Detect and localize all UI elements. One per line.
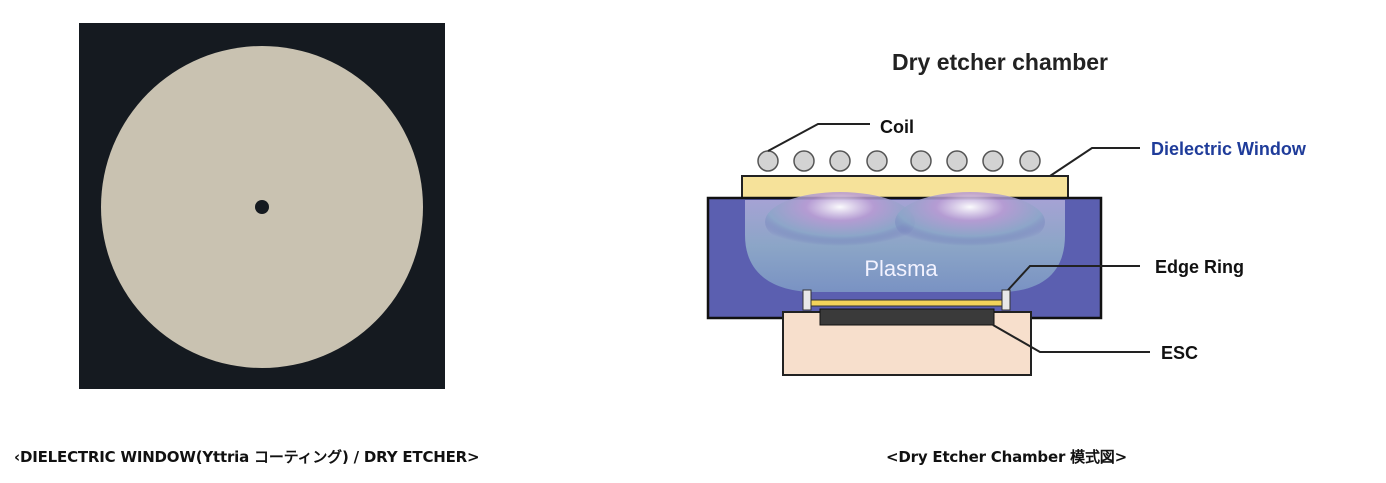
coil-circle [910,150,932,172]
disk-center-hole [255,200,269,214]
left-caption: ‹DIELECTRIC WINDOW(Yttria コーティング) / DRY … [14,448,480,466]
coil-circle [1019,150,1041,172]
right-caption: <Dry Etcher Chamber 模式図> [886,448,1127,466]
coil-circle [866,150,888,172]
dielectric-window-plate [741,175,1069,199]
esc-leader-line [992,324,1150,353]
coil-circle [946,150,968,172]
coil-circle [793,150,815,172]
edge-ring-leader-line [1007,265,1140,291]
coil-circle [982,150,1004,172]
diagram-title: Dry etcher chamber [892,49,1108,75]
coil-label: Coil [880,117,914,137]
esc-label: ESC [1161,343,1198,363]
edge-ring-left [802,289,812,311]
plasma-glow-left [765,192,915,252]
esc-chuck [819,308,995,326]
plasma-glow-right [895,192,1045,252]
coil-leader-line [767,123,870,152]
plasma-label: Plasma [864,256,938,281]
coil-circle [829,150,851,172]
coil-circle [757,150,779,172]
edge-ring-label: Edge Ring [1155,257,1244,277]
edge-ring-right [1001,289,1011,311]
dielectric-window-label: Dielectric Window [1151,139,1307,159]
dielectric-window-leader-line [1049,147,1140,177]
coil-group [757,150,1041,172]
dielectric-window-photo [79,23,445,389]
dry-etcher-diagram: Dry etcher chamber Plasma Coil Dielectri… [706,49,1307,376]
wafer [810,299,1003,307]
